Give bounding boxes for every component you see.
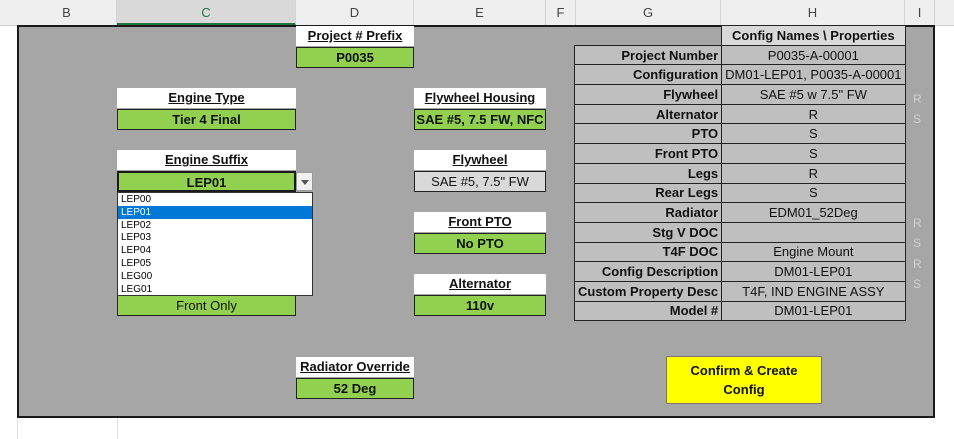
engine-type-cell[interactable]: Tier 4 Final xyxy=(117,109,296,130)
side-letter: R xyxy=(913,257,922,271)
column-c[interactable]: C xyxy=(117,0,296,25)
column-d[interactable]: D xyxy=(296,0,414,25)
radiator-override-label: Radiator Override xyxy=(296,357,414,377)
config-table-header[interactable]: Config Names \ Properties xyxy=(721,25,906,46)
dropdown-option[interactable]: LEP03 xyxy=(121,232,152,244)
table-row: Model #DM01-LEP01 xyxy=(573,300,906,322)
engine-type-label: Engine Type xyxy=(117,88,296,108)
table-row: Stg V DOC xyxy=(573,221,906,243)
engine-suffix-dropdown-list[interactable]: LEP00 LEP01 LEP02 LEP03 LEP04 LEP05 LEG0… xyxy=(117,192,313,296)
column-i[interactable]: I xyxy=(905,0,935,25)
dropdown-option[interactable]: LEP04 xyxy=(121,245,152,257)
front-pto-label: Front PTO xyxy=(414,212,546,232)
front-pto-cell[interactable]: No PTO xyxy=(414,233,546,254)
alternator-label: Alternator xyxy=(414,274,546,294)
column-g[interactable]: G xyxy=(576,0,721,25)
flywheel-housing-label: Flywheel Housing xyxy=(414,88,546,108)
config-properties-table: Config Names \ Properties Project Number… xyxy=(573,25,906,322)
alternator-cell[interactable]: 110v xyxy=(414,295,546,316)
side-letter: S xyxy=(913,277,922,291)
column-h[interactable]: H xyxy=(721,0,905,25)
column-f[interactable]: F xyxy=(546,0,576,25)
project-prefix-label: Project # Prefix xyxy=(296,26,414,46)
dropdown-option[interactable]: LEP05 xyxy=(121,257,152,269)
flywheel-label: Flywheel xyxy=(414,150,546,170)
side-letter: R xyxy=(913,92,922,106)
dropdown-option[interactable]: LEP00 xyxy=(121,194,152,205)
legs-cell[interactable]: Front Only xyxy=(117,295,296,316)
side-letter: S xyxy=(913,236,922,250)
engine-suffix-cell[interactable]: LEP01 xyxy=(117,171,296,192)
column-header-row: B C D E F G H I xyxy=(0,0,954,26)
dropdown-option[interactable]: LEG01 xyxy=(121,283,153,295)
side-letter: R xyxy=(913,216,922,230)
project-prefix-cell[interactable]: P0035 xyxy=(296,47,414,68)
flywheel-cell[interactable]: SAE #5, 7.5" FW xyxy=(414,171,546,192)
dropdown-arrow-icon[interactable] xyxy=(296,172,313,191)
column-b[interactable]: B xyxy=(17,0,117,25)
radiator-override-cell[interactable]: 52 Deg xyxy=(296,378,414,399)
engine-suffix-label: Engine Suffix xyxy=(117,150,296,170)
side-letter: S xyxy=(913,112,922,126)
dropdown-option-selected[interactable]: LEP01 xyxy=(118,205,312,219)
column-e[interactable]: E xyxy=(414,0,546,25)
flywheel-housing-cell[interactable]: SAE #5, 7.5 FW, NFC xyxy=(414,109,546,130)
dropdown-option[interactable]: LEP02 xyxy=(121,219,152,231)
dropdown-option[interactable]: LEG00 xyxy=(121,270,153,282)
confirm-create-config-button[interactable]: Confirm & Create Config xyxy=(666,356,822,404)
